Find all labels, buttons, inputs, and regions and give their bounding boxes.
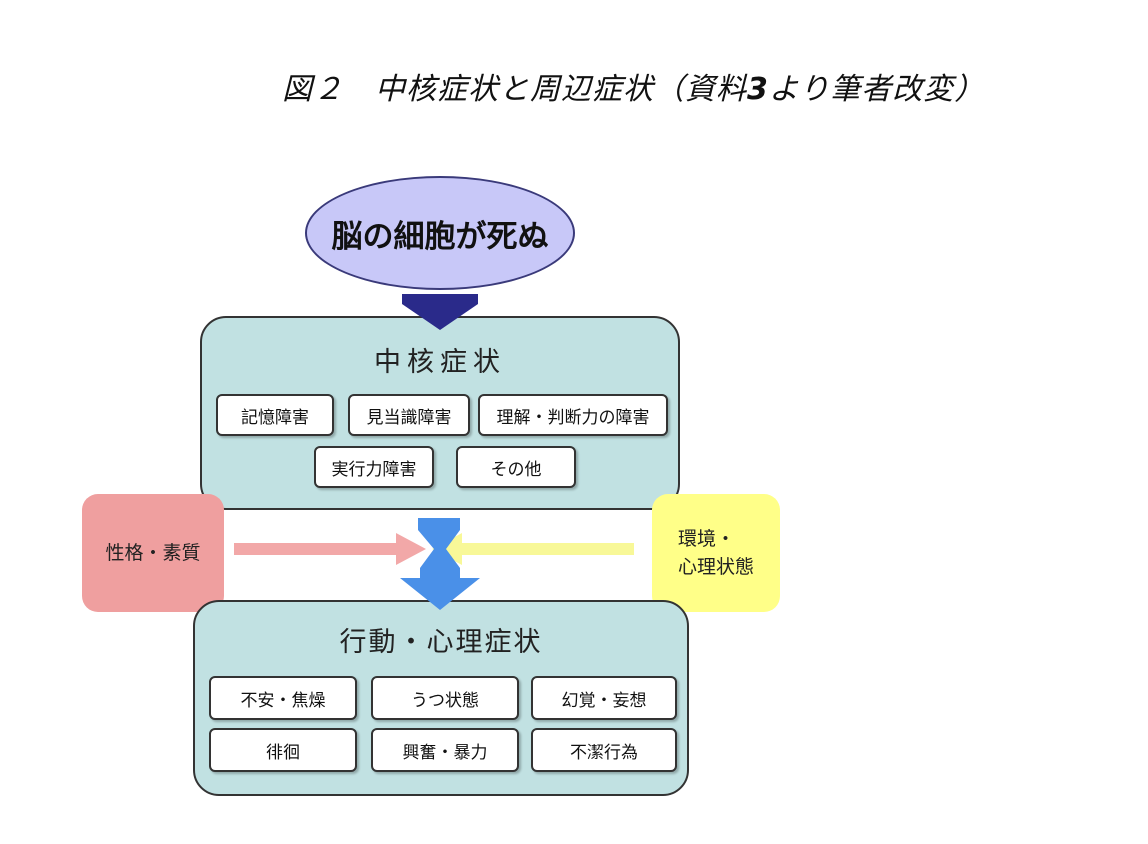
- core-symptoms-title: 中核症状: [374, 347, 506, 378]
- core-symptom-judgment: 理解・判断力の障害: [478, 394, 668, 436]
- figure-title: 図２ 中核症状と周辺症状（資料3より筆者改変）: [282, 64, 985, 108]
- core-symptom-memory: 記憶障害: [216, 394, 334, 436]
- bpsd-item-depression: うつ状態: [371, 676, 519, 720]
- cause-label: 脳の細胞が死ぬ: [331, 218, 549, 255]
- bpsd-item-unsanitary: 不潔行為: [531, 728, 677, 772]
- core-symptom-orientation: 見当識障害: [348, 394, 470, 436]
- bpsd-title: 行動・心理症状: [339, 627, 543, 658]
- figure-title-suffix: より筆者改変）: [768, 72, 986, 107]
- bpsd-item-anxiety: 不安・焦燥: [209, 676, 357, 720]
- arrow-personality-to-center: [234, 533, 426, 565]
- bpsd-item-agitation: 興奮・暴力: [371, 728, 519, 772]
- environment-box: 環境・ 心理状態: [652, 494, 780, 612]
- core-symptom-other: その他: [456, 446, 576, 488]
- environment-label-line2: 心理状態: [677, 556, 754, 578]
- personality-label: 性格・素質: [105, 541, 201, 564]
- figure-title-prefix: 図２ 中核症状と周辺症状（資料: [282, 72, 747, 107]
- down-arrow-core-to-bpsd: [400, 518, 480, 610]
- bpsd-item-hallucination: 幻覚・妄想: [531, 676, 677, 720]
- figure-title-source-number: 3: [747, 72, 769, 107]
- core-symptoms-panel: 中核症状 記憶障害 見当識障害 理解・判断力の障害 実行力障害 その他: [200, 316, 680, 510]
- bpsd-item-wandering: 徘徊: [209, 728, 357, 772]
- arrow-environment-to-center: [432, 533, 634, 565]
- environment-label-line1: 環境・: [677, 527, 735, 550]
- cause-ellipse: 脳の細胞が死ぬ: [305, 176, 575, 290]
- bpsd-panel: 行動・心理症状 不安・焦燥 うつ状態 幻覚・妄想 徘徊 興奮・暴力 不潔行為: [193, 600, 689, 796]
- personality-box: 性格・素質: [82, 494, 224, 612]
- core-symptom-executive: 実行力障害: [314, 446, 434, 488]
